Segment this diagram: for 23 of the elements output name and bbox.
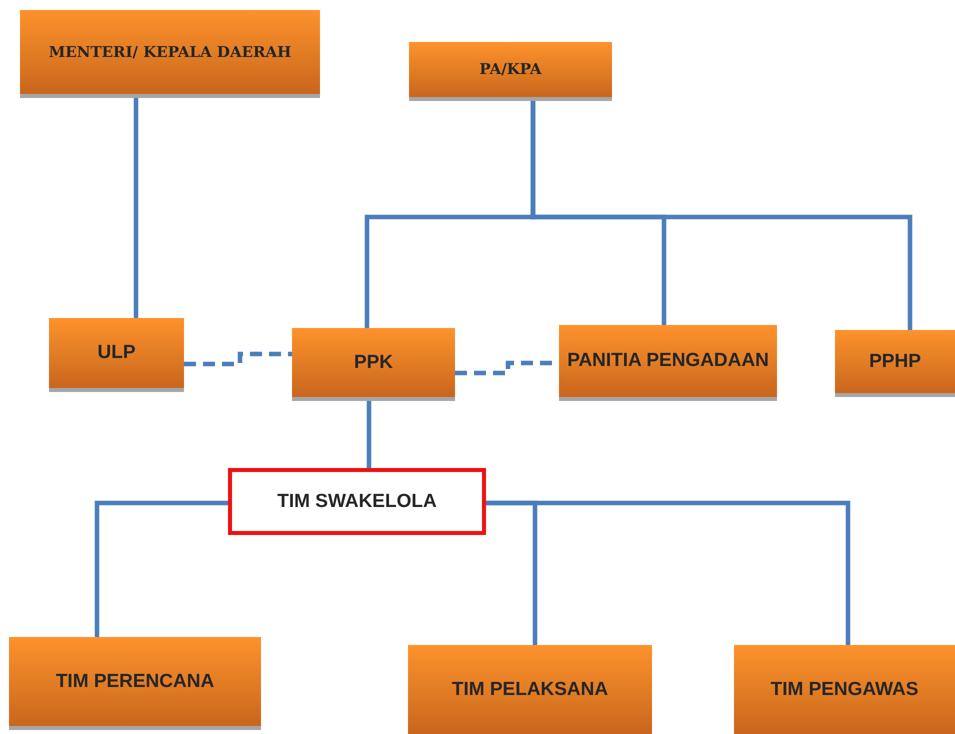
org-box <box>292 328 455 397</box>
highlighted-box <box>228 468 486 535</box>
org-box <box>9 637 261 726</box>
org-box <box>559 325 777 397</box>
box-label: PPHP <box>869 350 921 374</box>
org-box <box>409 42 612 97</box>
box-label: TIM SWAKELOLA <box>277 490 437 514</box>
box-label: TIM PERENCANA <box>56 670 214 694</box>
org-box <box>835 330 955 393</box>
box-label: TIM PELAKSANA <box>452 678 608 702</box>
box-label: PA/KPA <box>479 60 542 79</box>
org-box <box>20 10 320 94</box>
org-box <box>49 318 184 388</box>
org-box <box>408 645 652 734</box>
connector-line <box>486 500 850 645</box>
org-box <box>734 645 955 734</box>
connector-line <box>94 500 228 637</box>
box-label: TIM PENGAWAS <box>770 678 918 702</box>
box-label: ULP <box>98 341 136 365</box>
box-label: MENTERI/ KEPALA DAERAH <box>48 42 292 62</box>
box-label: PANITIA PENGADAAN <box>567 349 769 373</box>
connector-line <box>184 352 292 366</box>
box-label: PPK <box>354 350 394 374</box>
